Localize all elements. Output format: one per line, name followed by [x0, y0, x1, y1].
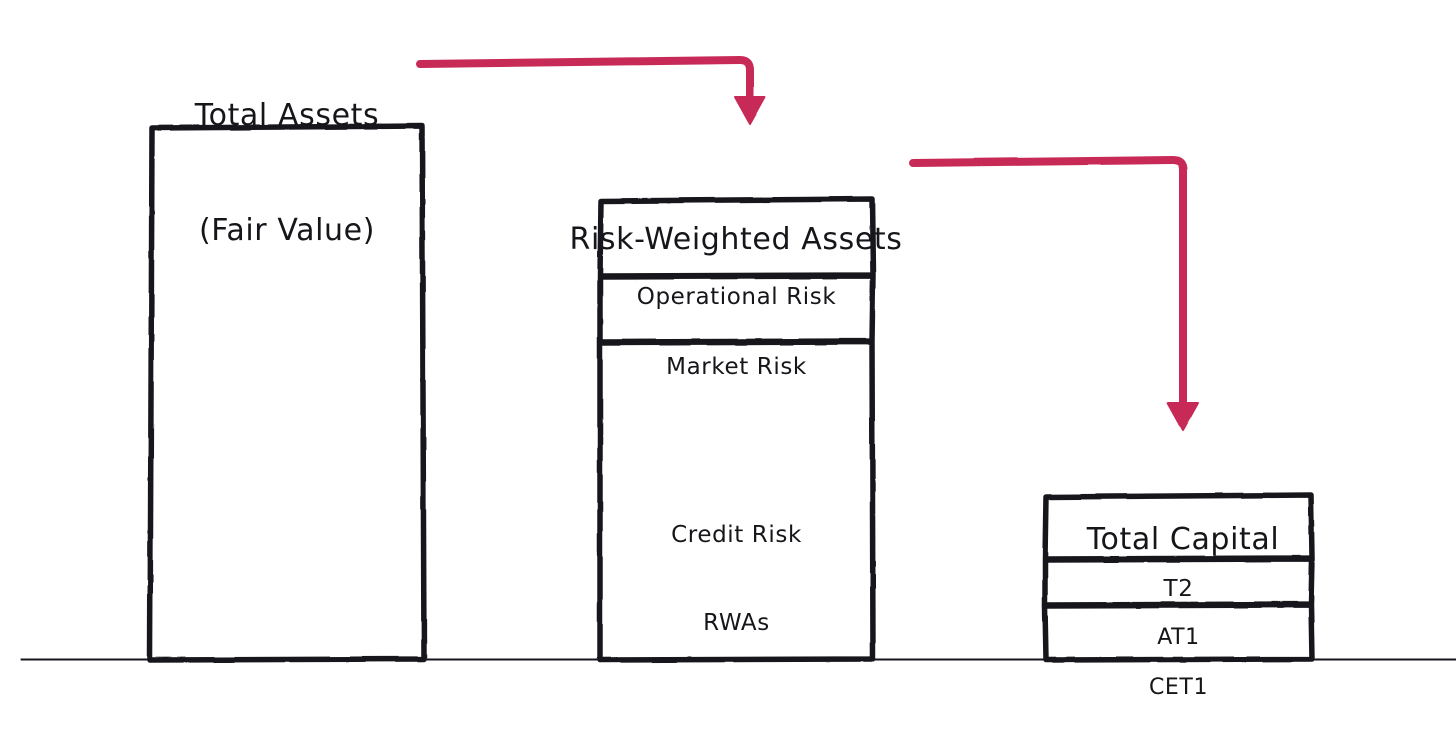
segment-credit-risk-rwas	[597, 339, 876, 663]
label-market-risk: Market Risk	[666, 353, 807, 380]
label-operational-risk: Operational Risk	[636, 283, 837, 310]
bar-total-capital[interactable]	[1042, 492, 1315, 663]
label-common-equity-tier-1: CET1	[1148, 675, 1209, 701]
segment-common-equity-tier-1	[1042, 602, 1315, 663]
label-risk-weighted-assets: Risk-Weighted Assets	[569, 221, 903, 257]
arrow-rwa-to-total-capital	[909, 156, 1199, 431]
bar-risk-weighted-assets[interactable]	[597, 196, 876, 663]
label-total-capital: Total Capital	[1086, 521, 1280, 557]
bar-total-assets[interactable]	[147, 123, 427, 663]
arrow-total-assets-to-rwa	[416, 56, 766, 125]
label-additional-tier-1: AT1	[1157, 625, 1200, 651]
label-credit-risk-rwas: Credit Risk RWAs	[671, 521, 802, 637]
label-total-assets: Total Assets (Fair Value)	[194, 97, 380, 248]
label-tier-2: T2	[1163, 575, 1194, 602]
diagram-canvas	[20, 56, 1456, 664]
